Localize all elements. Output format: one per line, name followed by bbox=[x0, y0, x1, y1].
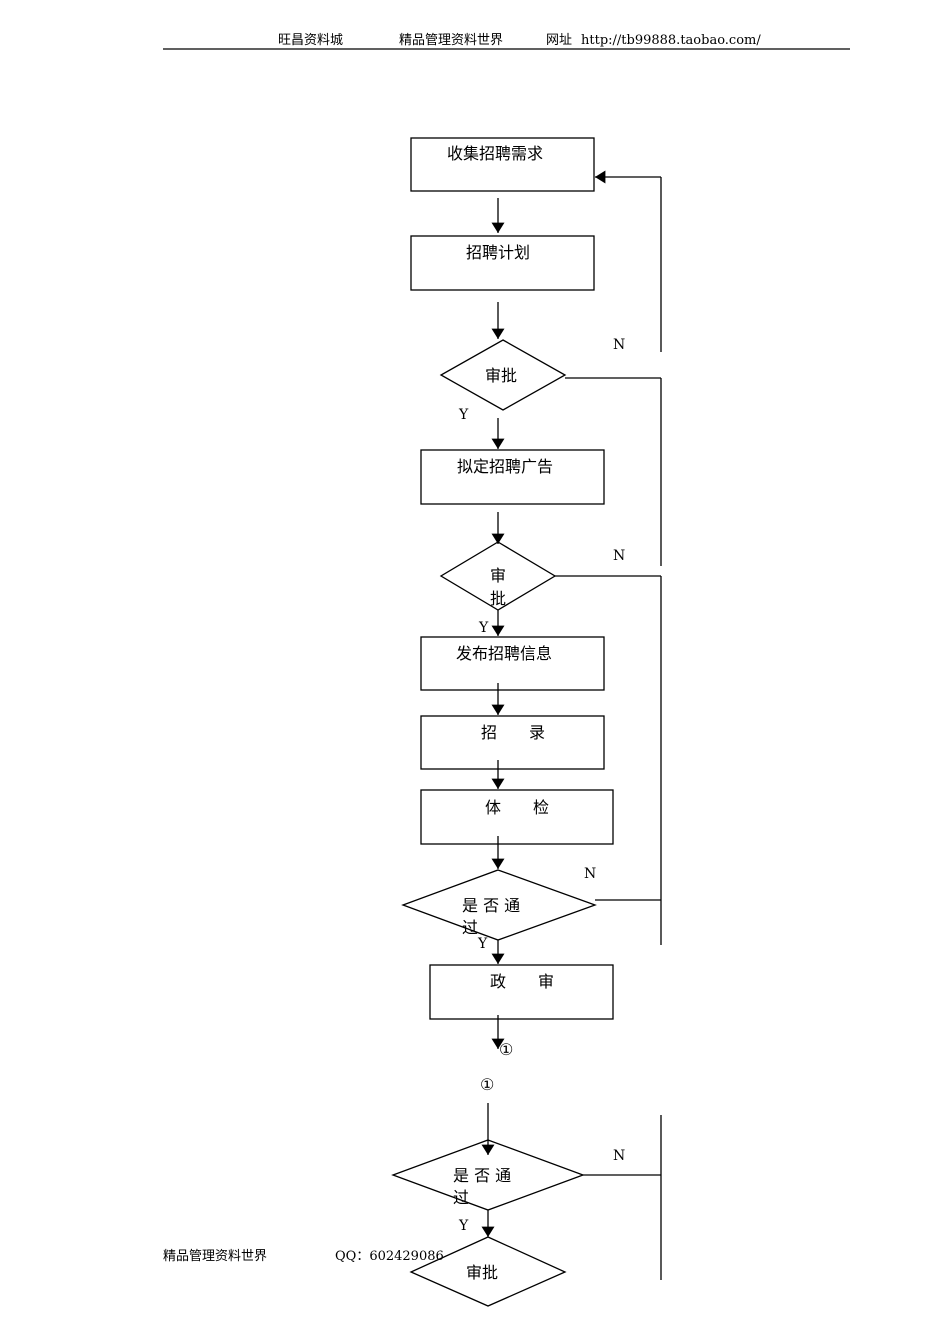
label-political: 政 审 bbox=[490, 972, 555, 991]
label-no: N bbox=[613, 337, 626, 353]
label-no: N bbox=[613, 1148, 626, 1164]
header-url[interactable]: http://tb99888.taobao.com/ bbox=[581, 33, 761, 48]
box-exam bbox=[420, 789, 614, 845]
label-pass1-a: 是 否 通 bbox=[462, 896, 521, 915]
label-approve3: 审批 bbox=[466, 1263, 499, 1282]
label-approve2-a: 审 bbox=[490, 566, 507, 585]
label-publish: 发布招聘信息 bbox=[456, 644, 553, 663]
label-approve1: 审批 bbox=[485, 366, 518, 385]
connector-out: ① bbox=[499, 1040, 514, 1059]
diamond-approve1 bbox=[439, 339, 567, 411]
box-publish bbox=[420, 636, 605, 691]
label-no: N bbox=[613, 548, 626, 564]
label-collect: 收集招聘需求 bbox=[447, 144, 544, 163]
header-center: 精品管理资料世界 bbox=[399, 33, 504, 48]
box-collect bbox=[410, 137, 595, 192]
label-draft-ad: 拟定招聘广告 bbox=[457, 457, 554, 476]
box-plan bbox=[410, 235, 595, 291]
diamond-approve3 bbox=[409, 1236, 567, 1307]
label-plan: 招聘计划 bbox=[466, 243, 531, 262]
label-pass2-a: 是 否 通 bbox=[453, 1166, 512, 1185]
box-draft-ad bbox=[420, 449, 605, 505]
label-yes: Y bbox=[478, 936, 488, 952]
footer-left: 精品管理资料世界 bbox=[163, 1249, 268, 1264]
label-yes: Y bbox=[459, 407, 469, 423]
label-exam: 体 检 bbox=[485, 798, 550, 817]
label-pass2-b: 过 bbox=[453, 1188, 470, 1207]
connector-in: ① bbox=[480, 1075, 495, 1094]
label-approve2-b: 批 bbox=[490, 589, 507, 608]
label-recruit: 招 录 bbox=[481, 723, 546, 742]
label-no: N bbox=[584, 866, 597, 882]
header-url-label: 网址 bbox=[546, 33, 573, 48]
footer-qq: QQ：602429086 bbox=[335, 1249, 444, 1264]
label-yes: Y bbox=[479, 620, 489, 636]
box-political bbox=[429, 964, 614, 1020]
header-left: 旺昌资料城 bbox=[278, 33, 344, 48]
label-pass1-b: 过 bbox=[462, 918, 479, 937]
box-recruit bbox=[420, 715, 605, 770]
label-yes: Y bbox=[459, 1218, 469, 1234]
